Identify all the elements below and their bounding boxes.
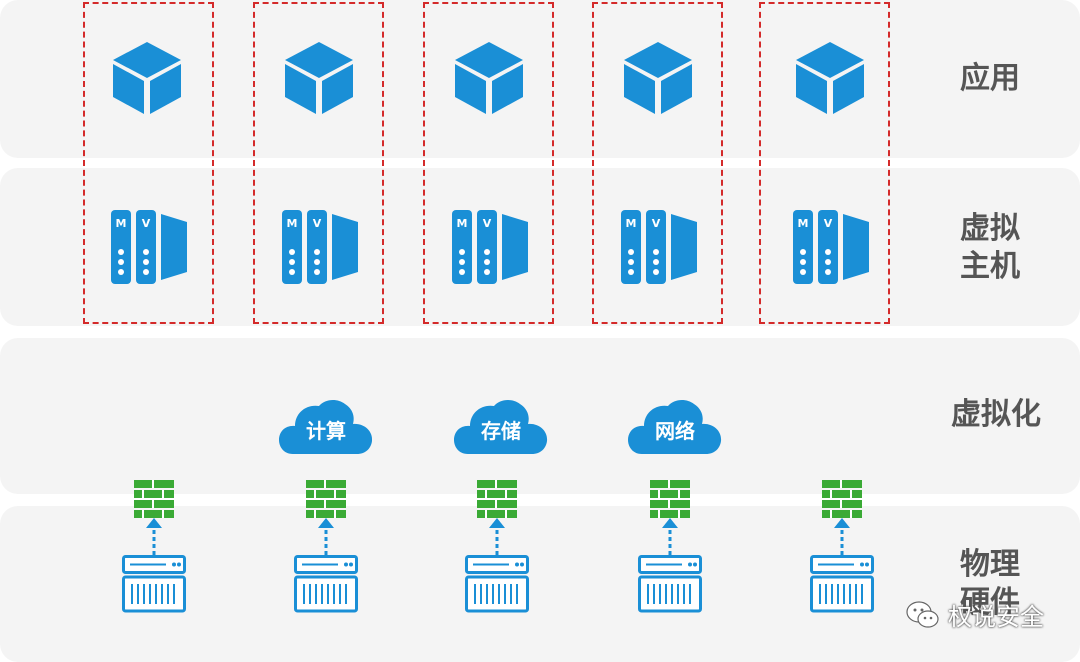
watermark: 权说安全	[906, 597, 1044, 632]
vm-server-icon: M V	[621, 210, 697, 284]
label-virtualization: 虚拟化	[951, 397, 1041, 432]
dotted-arrow-icon	[662, 518, 678, 558]
watermark-text: 权说安全	[948, 603, 1044, 631]
vm-badge-m: M	[457, 217, 468, 230]
cloud-icon: 存储	[454, 400, 548, 454]
cube-icon	[455, 42, 523, 114]
firewall-icon	[650, 480, 690, 518]
vm-badge-m: M	[116, 217, 127, 230]
vm-server-icon: M V	[282, 210, 358, 284]
vm-group-1	[83, 2, 214, 324]
label-physical-line2: 硬件	[960, 585, 1020, 620]
label-physical-line1: 物理	[960, 547, 1020, 582]
server-hardware-icon	[465, 555, 529, 613]
layer-label-application: 应用	[930, 60, 1050, 98]
cube-icon	[796, 42, 864, 114]
vm-server-icon: M V	[793, 210, 869, 284]
layer-label-physical: 物理 硬件	[930, 546, 1050, 622]
cube-icon	[113, 42, 181, 114]
vm-group-2	[253, 2, 384, 324]
layer-band-virtualization	[0, 338, 1080, 494]
vm-group-5	[759, 2, 890, 324]
vm-badge-v: V	[483, 217, 492, 230]
vm-badge-v: V	[313, 217, 322, 230]
firewall-icon	[134, 480, 174, 518]
dotted-arrow-icon	[318, 518, 334, 558]
vm-badge-m: M	[287, 217, 298, 230]
cloud-label-compute: 计算	[306, 419, 346, 443]
cloud-label-network: 网络	[655, 419, 695, 443]
firewall-icon	[306, 480, 346, 518]
server-hardware-icon	[122, 555, 186, 613]
server-hardware-icon	[810, 555, 874, 613]
label-virtual-host-line2: 主机	[960, 249, 1020, 284]
vm-badge-m: M	[798, 217, 809, 230]
dotted-arrow-icon	[146, 518, 162, 558]
vm-badge-v: V	[142, 217, 151, 230]
cloud-label-storage: 存储	[481, 419, 521, 443]
dotted-arrow-icon	[489, 518, 505, 558]
vm-server-icon: M V	[452, 210, 528, 284]
vm-server-icon: M V	[111, 210, 187, 284]
layer-label-virtualization: 虚拟化	[926, 396, 1066, 434]
vm-badge-m: M	[626, 217, 637, 230]
server-hardware-icon	[294, 555, 358, 613]
firewall-icon	[477, 480, 517, 518]
vm-group-3	[423, 2, 554, 324]
wechat-icon	[906, 600, 939, 628]
vm-group-4	[592, 2, 723, 324]
label-virtual-host-line1: 虚拟	[960, 211, 1020, 246]
vm-badge-v: V	[824, 217, 833, 230]
vm-badge-v: V	[652, 217, 661, 230]
dotted-arrow-icon	[834, 518, 850, 558]
firewall-icon	[822, 480, 862, 518]
layer-label-virtual-host: 虚拟 主机	[930, 210, 1050, 286]
cloud-icon: 网络	[628, 400, 722, 454]
server-hardware-icon	[638, 555, 702, 613]
cube-icon	[285, 42, 353, 114]
label-application: 应用	[960, 61, 1020, 96]
cube-icon	[624, 42, 692, 114]
cloud-icon: 计算	[279, 400, 373, 454]
